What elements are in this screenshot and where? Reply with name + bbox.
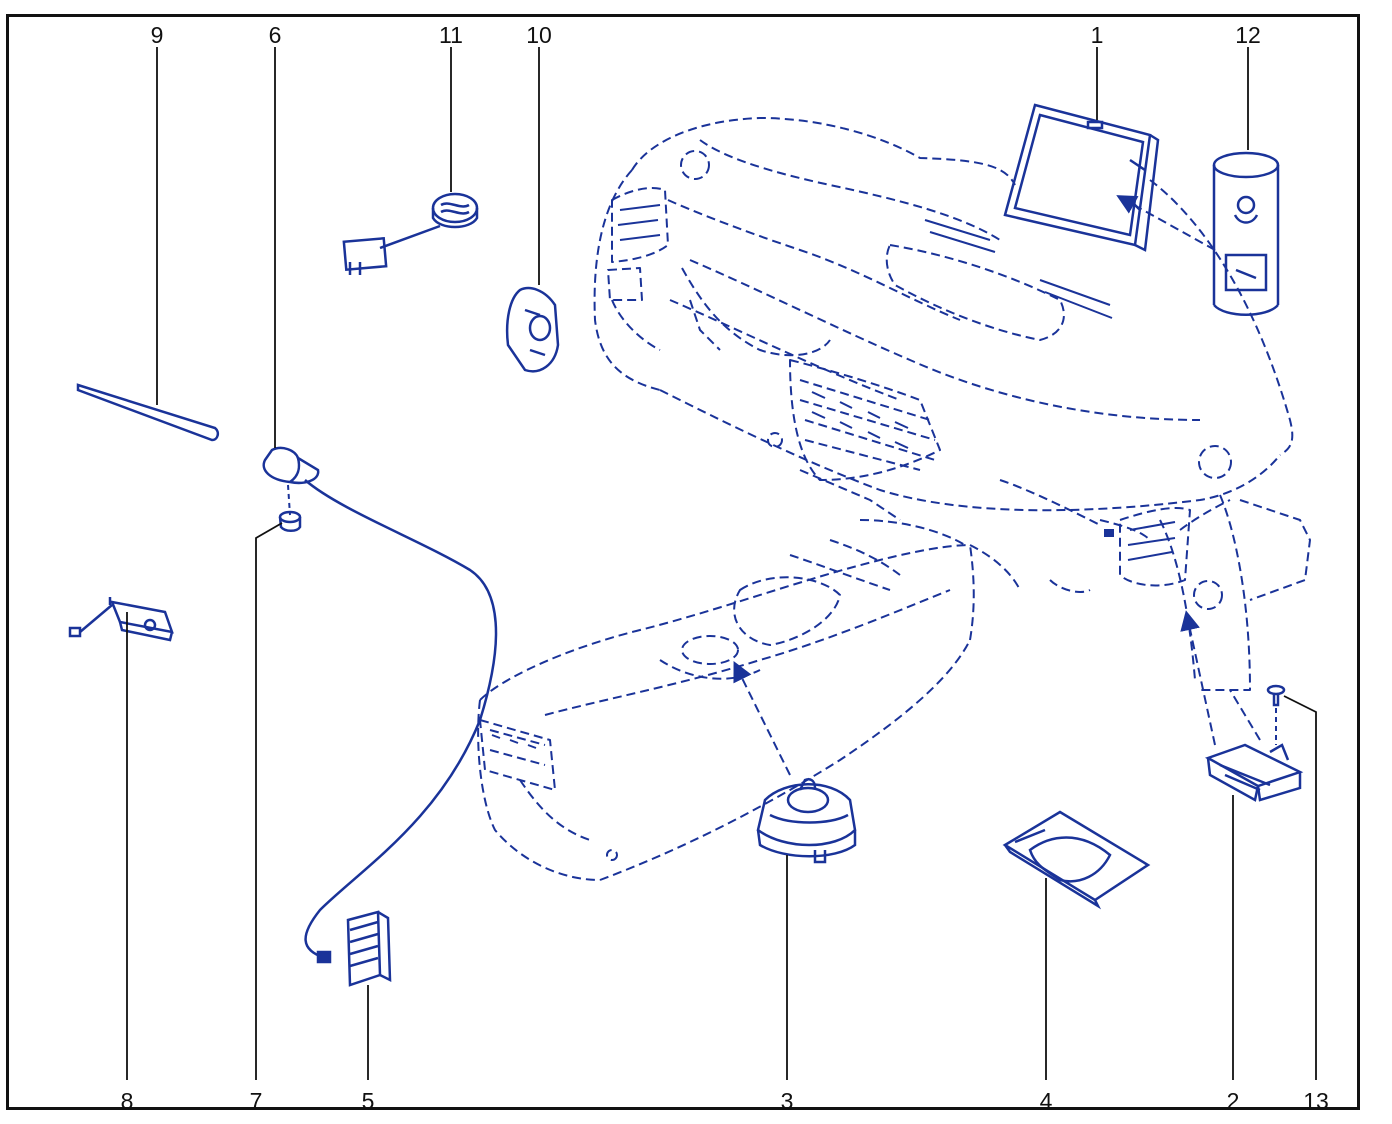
antenna-dashed-axis: [287, 484, 291, 516]
callout-12: 12: [1235, 22, 1261, 48]
callout-9: 9: [150, 22, 164, 48]
callout-3: 3: [780, 1088, 794, 1114]
antenna-amplifier-part: [68, 597, 174, 642]
callout-4: 4: [1039, 1088, 1053, 1114]
leader-13: [1283, 695, 1317, 1080]
leader-7: [255, 522, 283, 1080]
callout-7: 7: [249, 1088, 263, 1114]
dashboard-outline: [477, 117, 1311, 881]
connector-block-part: [346, 910, 392, 987]
leader-lines: [126, 47, 1317, 1080]
steering-switch-part: [505, 286, 560, 373]
callout-11: 11: [439, 22, 463, 48]
callout-13: 13: [1303, 1088, 1329, 1114]
callout-5: 5: [361, 1088, 375, 1114]
arrow-joystick: [733, 661, 791, 776]
arrow-display: [1116, 195, 1216, 251]
antenna-nut-part: [278, 510, 302, 532]
antenna-base-part: [262, 446, 498, 964]
antenna-rod-part: [76, 383, 220, 442]
spray-can-part: [1212, 151, 1280, 316]
joystick-part: [756, 778, 857, 864]
arrow-control-unit-1: [1180, 610, 1216, 746]
callout-1: 1: [1090, 22, 1104, 48]
diagram-frame: [6, 14, 1360, 1110]
control-unit-part: [1204, 743, 1304, 802]
dashboard-details: [491, 204, 1176, 749]
callout-10: 10: [526, 22, 552, 48]
callout-8: 8: [120, 1088, 134, 1114]
callout-6: 6: [268, 22, 282, 48]
speaker-part: [342, 192, 479, 275]
callout-2: 2: [1226, 1088, 1240, 1114]
screw-part: [1266, 684, 1286, 707]
sd-card-part: [1002, 810, 1151, 910]
arrow-control-unit-2: [1229, 689, 1261, 741]
display-screen-part: [1003, 103, 1160, 252]
